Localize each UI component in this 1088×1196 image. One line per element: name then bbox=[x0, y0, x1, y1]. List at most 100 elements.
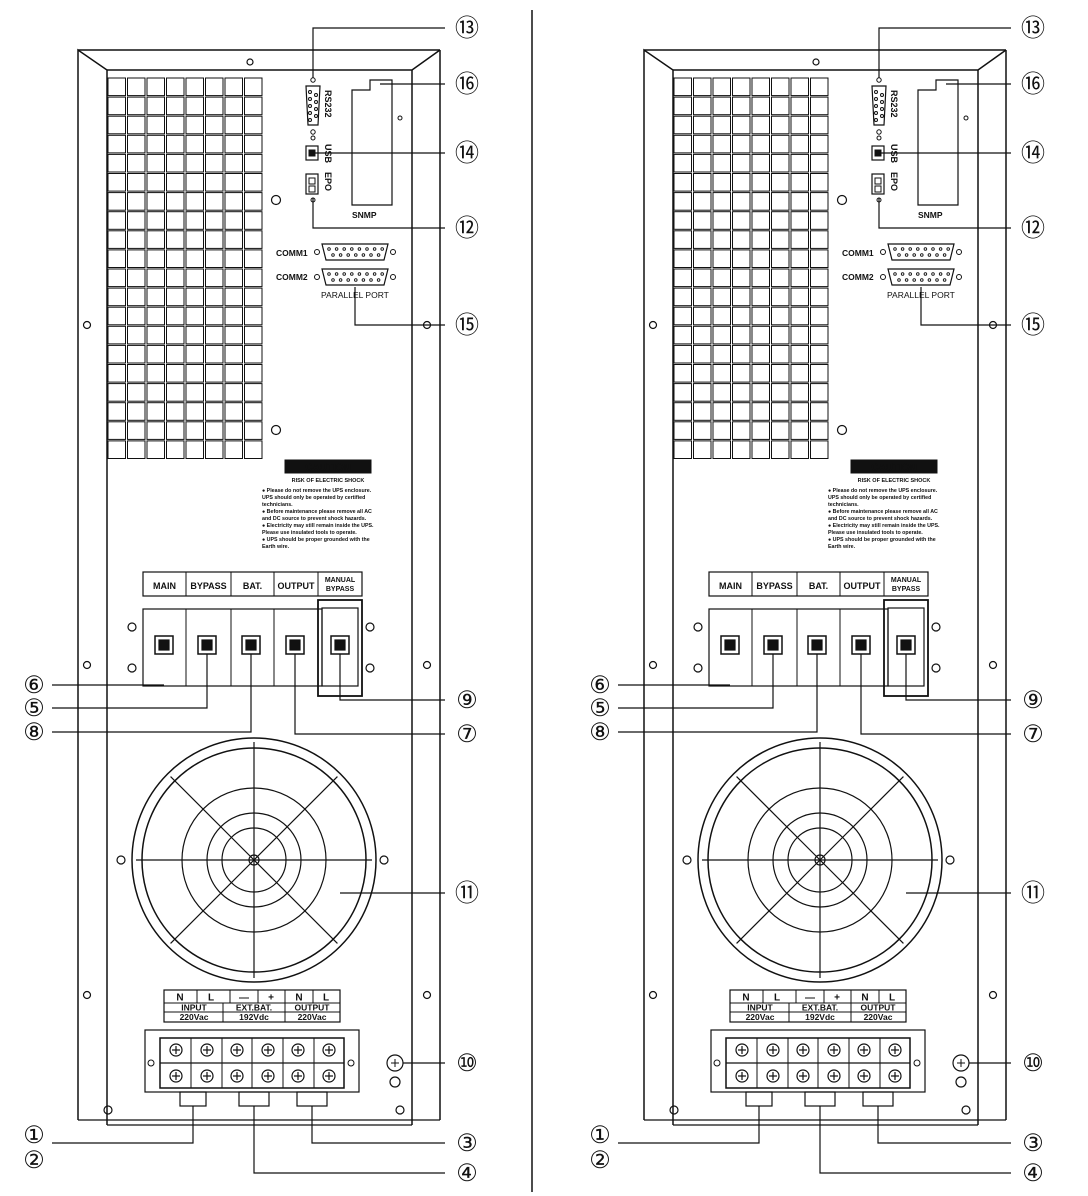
cable-gland bbox=[862, 1091, 894, 1107]
terminal-letter-4: N bbox=[861, 993, 868, 1004]
comm2-pin bbox=[946, 272, 950, 276]
rs232-screw bbox=[310, 77, 316, 83]
vent-cell bbox=[712, 249, 731, 268]
comm1-pin bbox=[334, 247, 339, 251]
vent-cell bbox=[751, 173, 770, 192]
terminal-letter-0: N bbox=[176, 993, 183, 1004]
leader-5 bbox=[618, 654, 774, 709]
fan-guard-ring bbox=[697, 737, 943, 983]
side-screw bbox=[422, 660, 432, 670]
leader-12 bbox=[878, 198, 1011, 229]
vent-cell bbox=[751, 364, 770, 383]
vent-cell bbox=[127, 96, 146, 116]
vent-cell bbox=[771, 173, 790, 192]
vent-cell bbox=[107, 173, 126, 192]
vent-cell bbox=[673, 153, 692, 173]
vent-cell bbox=[712, 306, 731, 326]
comm2-pin bbox=[942, 278, 947, 282]
vent-cell bbox=[224, 306, 243, 326]
vent-cell bbox=[127, 268, 146, 288]
callout-c10: ⑩ bbox=[456, 1049, 478, 1077]
bottom-screw bbox=[103, 1105, 113, 1115]
leader-3 bbox=[311, 1106, 445, 1144]
callout-c14: ⑭ bbox=[1021, 139, 1045, 167]
vent-cell bbox=[693, 268, 712, 288]
caution-line: UPS should only be operated by certified bbox=[262, 495, 365, 501]
vent-cell bbox=[810, 306, 829, 326]
vent-cell bbox=[244, 77, 263, 97]
vent-cell bbox=[693, 306, 712, 326]
epo-port bbox=[305, 173, 319, 195]
vent-cell bbox=[224, 268, 243, 288]
vent-cell bbox=[693, 211, 712, 230]
vent-cell bbox=[224, 440, 243, 459]
vent-cell bbox=[790, 211, 809, 230]
vent-cell bbox=[712, 325, 731, 345]
terminal-screw bbox=[857, 1043, 871, 1057]
leader-13 bbox=[878, 27, 1011, 78]
vent-cell bbox=[205, 440, 224, 459]
vent-cell bbox=[146, 192, 165, 211]
vent-cell bbox=[146, 421, 165, 440]
vent-cell bbox=[127, 325, 146, 345]
fan-guard-spoke bbox=[819, 776, 904, 861]
breaker-switch-inner bbox=[201, 639, 213, 651]
terminal-screw bbox=[169, 1069, 183, 1083]
vent-cell bbox=[107, 134, 126, 154]
fan-screw bbox=[682, 855, 692, 865]
comm2-pin bbox=[331, 278, 335, 282]
vent-cell bbox=[751, 192, 770, 211]
vent-cell bbox=[751, 325, 770, 345]
snmp-slot bbox=[351, 79, 393, 206]
terminal-screw bbox=[796, 1043, 810, 1057]
caution-line: ● UPS should be proper grounded with the bbox=[262, 537, 370, 543]
vent-cell bbox=[790, 306, 809, 326]
breaker-switch bbox=[154, 635, 174, 655]
callout-c9: ⑨ bbox=[1022, 686, 1044, 714]
terminal-letter-5: L bbox=[323, 993, 329, 1004]
vent-cell bbox=[810, 211, 829, 230]
breaker-screw bbox=[127, 663, 137, 673]
rs232-connector bbox=[871, 85, 887, 126]
vent-cell bbox=[244, 440, 263, 459]
vent-cell bbox=[810, 268, 829, 288]
vent-cell bbox=[790, 134, 809, 154]
terminal-screw bbox=[735, 1069, 749, 1083]
comm2-pin bbox=[908, 272, 912, 276]
comm2-pin bbox=[357, 272, 362, 276]
vent-cell bbox=[224, 77, 243, 97]
caution-line: Please use insulated tools to operate. bbox=[828, 530, 923, 536]
snmp-screw bbox=[963, 115, 969, 121]
vent-cell bbox=[673, 268, 692, 288]
terminal-letter-0: N bbox=[742, 993, 749, 1004]
breaker-switch-inner bbox=[855, 639, 867, 651]
comm1-pin bbox=[938, 247, 943, 251]
vent-cell bbox=[244, 249, 263, 268]
vent-cell bbox=[790, 153, 809, 173]
vent-cell bbox=[166, 287, 185, 307]
vent-cell bbox=[185, 134, 204, 154]
vent-cell bbox=[185, 268, 204, 288]
vent-cell bbox=[673, 115, 692, 135]
callout-c7: ⑦ bbox=[1022, 720, 1044, 748]
snmp-label: SNMP bbox=[352, 210, 377, 220]
manual-bypass-label-2: BYPASS bbox=[326, 586, 355, 593]
vent-cell bbox=[693, 364, 712, 383]
comm1-pin bbox=[380, 247, 384, 251]
breaker-label-3: OUTPUT bbox=[278, 581, 316, 591]
callout-c12: ⑫ bbox=[455, 214, 479, 242]
vent-cell bbox=[166, 325, 185, 345]
terminal-rating-2: 220Vac bbox=[864, 1012, 893, 1022]
vent-cell bbox=[810, 440, 829, 459]
breaker-screw bbox=[365, 663, 375, 673]
vent-cell bbox=[732, 287, 751, 307]
vent-cell bbox=[673, 173, 692, 192]
terminal-screw bbox=[200, 1069, 214, 1083]
vent-cell bbox=[205, 287, 224, 307]
comm2-pin bbox=[361, 278, 366, 282]
vent-cell bbox=[712, 192, 731, 211]
epo-pin bbox=[874, 185, 882, 193]
vent-cell bbox=[810, 77, 829, 97]
terminal-rating-0: 220Vac bbox=[180, 1012, 209, 1022]
vent-cell bbox=[127, 402, 146, 421]
